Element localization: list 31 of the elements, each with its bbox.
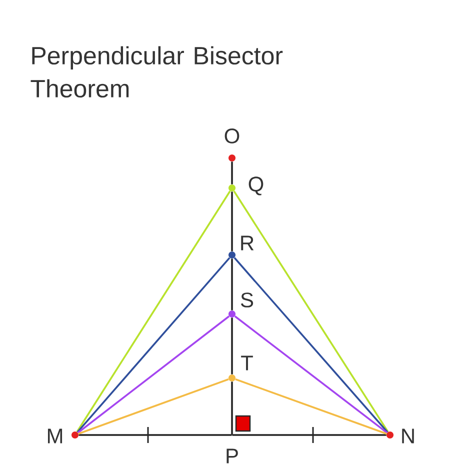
- line-segment: [76, 257, 230, 433]
- point: O: [224, 128, 240, 162]
- line-segment: [76, 190, 231, 432]
- line-segment: [78, 378, 229, 435]
- line-segment: [77, 316, 230, 434]
- line-segment: [235, 378, 387, 435]
- node-label: M: [48, 428, 62, 444]
- line-segment: [234, 257, 388, 433]
- line-segment: [234, 316, 388, 434]
- node-label: N: [402, 428, 414, 444]
- node-label: Q: [248, 176, 264, 196]
- line-segment: [231, 382, 233, 435]
- line-segment: [78, 434, 232, 436]
- line-segment: [231, 192, 233, 252]
- line-segment: [231, 318, 233, 374]
- line-segment: [233, 190, 389, 432]
- point: S: [228, 292, 254, 318]
- point: P: [226, 448, 238, 464]
- line-segment: [231, 162, 233, 184]
- title: Perpendicular Bisector Theorem: [30, 46, 283, 98]
- node-label: S: [240, 292, 254, 308]
- line-segment: [232, 434, 386, 436]
- node-label: R: [241, 236, 254, 250]
- point: Q: [228, 176, 264, 196]
- node-label: O: [224, 128, 240, 144]
- point: R: [228, 236, 254, 258]
- point: M: [48, 428, 78, 444]
- point: N: [386, 428, 414, 444]
- line-segment: [231, 258, 233, 310]
- node-label: T: [241, 356, 253, 370]
- point: T: [228, 356, 253, 382]
